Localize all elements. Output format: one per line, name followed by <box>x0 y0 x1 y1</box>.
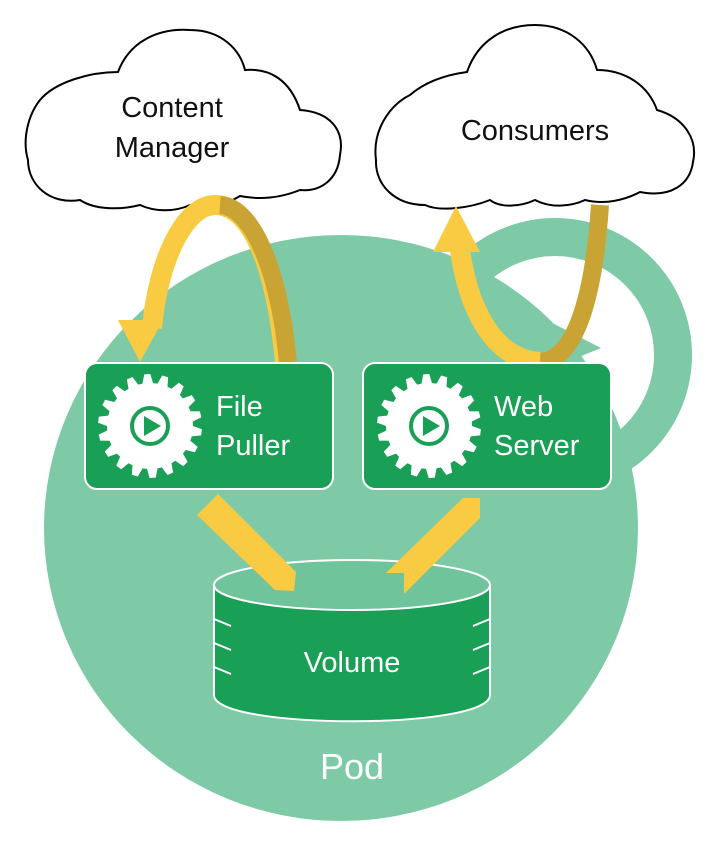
container-web-server[interactable]: Web Server <box>362 362 612 490</box>
play-icon <box>423 416 440 436</box>
cloud-content-manager: Content Manager <box>24 28 342 212</box>
arrow-head <box>433 206 480 252</box>
container-label-line-2: Server <box>494 430 580 462</box>
cloud-shape <box>24 28 342 212</box>
gear-play-icon <box>377 374 481 478</box>
play-circle <box>409 406 449 446</box>
container-file-puller[interactable]: File Puller <box>84 362 334 490</box>
container-label-line-1: File <box>216 391 263 423</box>
arrow-file-puller-to-volume <box>197 494 296 591</box>
cloud-label: Consumers <box>461 115 609 147</box>
arrow-body <box>450 248 542 372</box>
volume-label: Volume <box>304 647 401 679</box>
volume-cylinder: Volume <box>213 559 491 723</box>
cloud-label-line-2: Manager <box>115 132 230 164</box>
arrow-volume-to-web-server <box>386 498 480 594</box>
cloud-label-line-1: Content <box>121 92 223 124</box>
container-label-line-1: Web <box>494 391 553 423</box>
play-icon <box>144 416 161 436</box>
pod-label: Pod <box>320 746 384 787</box>
arrow-body-shade <box>538 204 609 371</box>
container-label-line-2: Puller <box>216 430 290 462</box>
cylinder-body <box>213 584 491 723</box>
arrow-web-server-to-consumers <box>433 204 609 372</box>
cylinder-tick-marks <box>213 618 491 675</box>
arrow-body-shade <box>218 196 297 363</box>
play-circle <box>130 406 170 446</box>
cloud-consumers: Consumers <box>374 23 696 210</box>
cloud-shape <box>374 23 696 210</box>
gear-play-icon <box>98 374 202 478</box>
arrow-head <box>118 320 163 362</box>
arrow-content-manager-to-file-puller <box>118 194 297 363</box>
